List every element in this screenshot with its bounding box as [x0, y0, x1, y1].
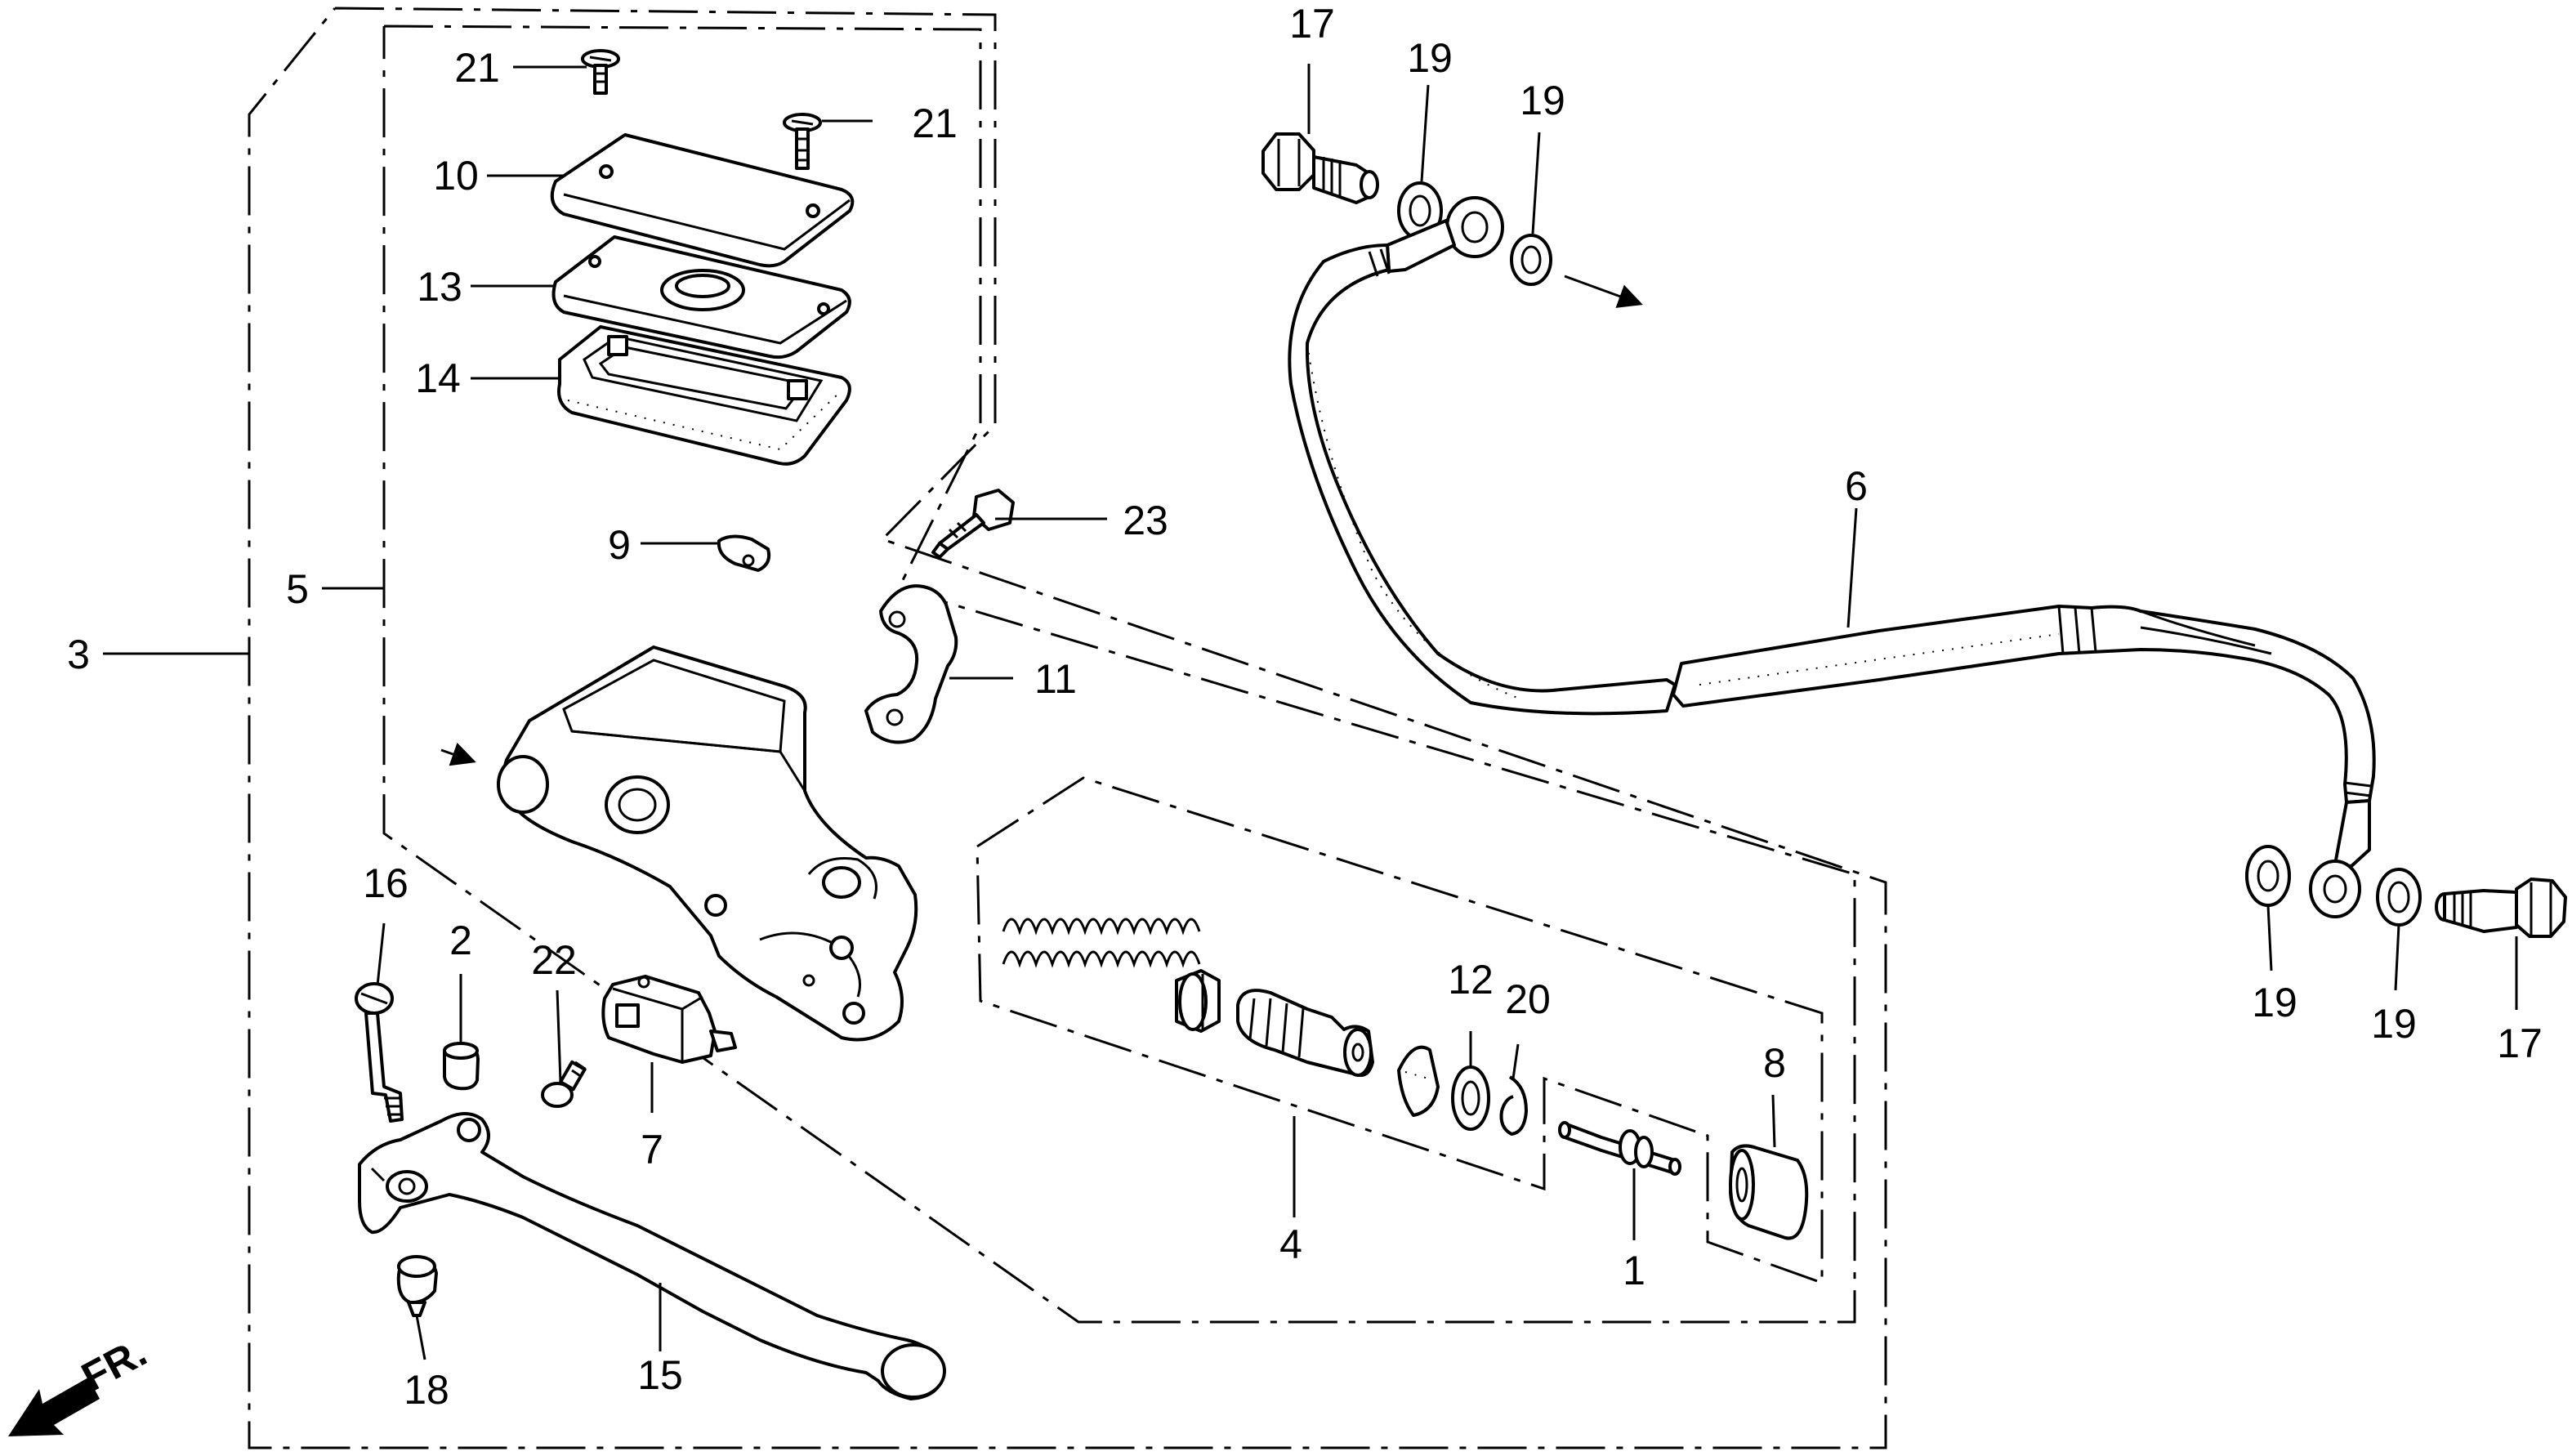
- leader-lines: [103, 64, 2518, 1360]
- label-part-3: 3: [67, 632, 90, 677]
- label-part-19-top-b: 19: [1520, 78, 1565, 123]
- label-part-12: 12: [1448, 957, 1494, 1003]
- oil-bolt-17-top: [1261, 132, 1379, 204]
- washer-12: [1451, 1065, 1490, 1131]
- arrow-into-body: [440, 742, 476, 766]
- washer-19-bottom-a: [2245, 845, 2291, 907]
- label-part-19-top-a: 19: [1407, 35, 1453, 81]
- label-part-19-bottom-b: 19: [2371, 1001, 2417, 1047]
- assembly-frames: [248, 7, 1887, 1449]
- piston: [1236, 989, 1374, 1077]
- front-direction-indicator: FR.: [8, 1329, 154, 1436]
- label-part-11: 11: [1034, 656, 1077, 702]
- frame-assembly-3: [248, 7, 1887, 1449]
- label-part-17-top: 17: [1289, 1, 1335, 47]
- clutch-hose-6: [1288, 196, 2376, 918]
- label-part-8: 8: [1763, 1040, 1786, 1086]
- label-part-13: 13: [417, 264, 462, 310]
- clip-9: [717, 534, 771, 572]
- screw-22: [541, 1060, 587, 1108]
- label-part-23: 23: [1123, 498, 1168, 543]
- nut-18: [396, 1255, 438, 1317]
- label-part-5: 5: [286, 566, 309, 612]
- front-arrow-icon: [8, 1378, 100, 1436]
- washer-19-top-b: [1510, 234, 1552, 286]
- label-part-19-bottom-a: 19: [2252, 980, 2297, 1025]
- arrow-hose-direction: [1564, 275, 1643, 308]
- direction-arrows: [440, 275, 1643, 766]
- pivot-bolt-16: [355, 982, 404, 1123]
- label-part-7: 7: [641, 1127, 663, 1172]
- screw-21-left: [581, 49, 620, 95]
- label-part-15: 15: [637, 1352, 683, 1398]
- frame-piston-set-4: [976, 776, 1824, 1285]
- circlip-20: [1499, 1075, 1528, 1136]
- label-part-20: 20: [1505, 976, 1551, 1022]
- boot-8: [1729, 1144, 1809, 1240]
- diaphragm-plate-13: [551, 235, 851, 360]
- clutch-lever-15: [358, 1112, 946, 1400]
- label-part-14: 14: [415, 355, 461, 401]
- screw-21-right: [783, 113, 822, 170]
- label-part-16: 16: [363, 860, 409, 906]
- label-part-18: 18: [404, 1367, 449, 1413]
- washer-19-bottom-b: [2376, 868, 2422, 927]
- part-number-labels: 1 2 3 4 5 6 7 8 9 10 11 12 13 14 15 16 1…: [67, 1, 2543, 1413]
- oil-bolt-17-bottom: [2435, 878, 2567, 938]
- reservoir-cover-10: [550, 133, 855, 268]
- reservoir-cover-group: [550, 49, 855, 466]
- push-rod-1: [1558, 1121, 1681, 1176]
- label-part-10: 10: [433, 153, 479, 199]
- clutch-switch-7: [601, 975, 737, 1064]
- label-part-6: 6: [1845, 463, 1868, 509]
- label-part-4: 4: [1279, 1222, 1302, 1267]
- collar-2: [443, 1042, 480, 1091]
- label-part-17-bottom: 17: [2497, 1021, 2543, 1066]
- label-part-9: 9: [608, 522, 631, 568]
- label-part-21-left: 21: [454, 45, 500, 91]
- diaphragm-14: [557, 325, 851, 466]
- primary-cup: [1175, 969, 1221, 1033]
- spring-4: [1002, 918, 1201, 968]
- label-part-22: 22: [531, 937, 577, 983]
- master-cylinder-body: [497, 645, 918, 1042]
- bolt-23: [931, 489, 1015, 559]
- boot-seal: [1397, 1045, 1440, 1117]
- label-part-2: 2: [449, 918, 472, 963]
- label-part-1: 1: [1623, 1248, 1645, 1293]
- holder-11: [864, 584, 958, 744]
- label-part-21-right: 21: [912, 100, 958, 146]
